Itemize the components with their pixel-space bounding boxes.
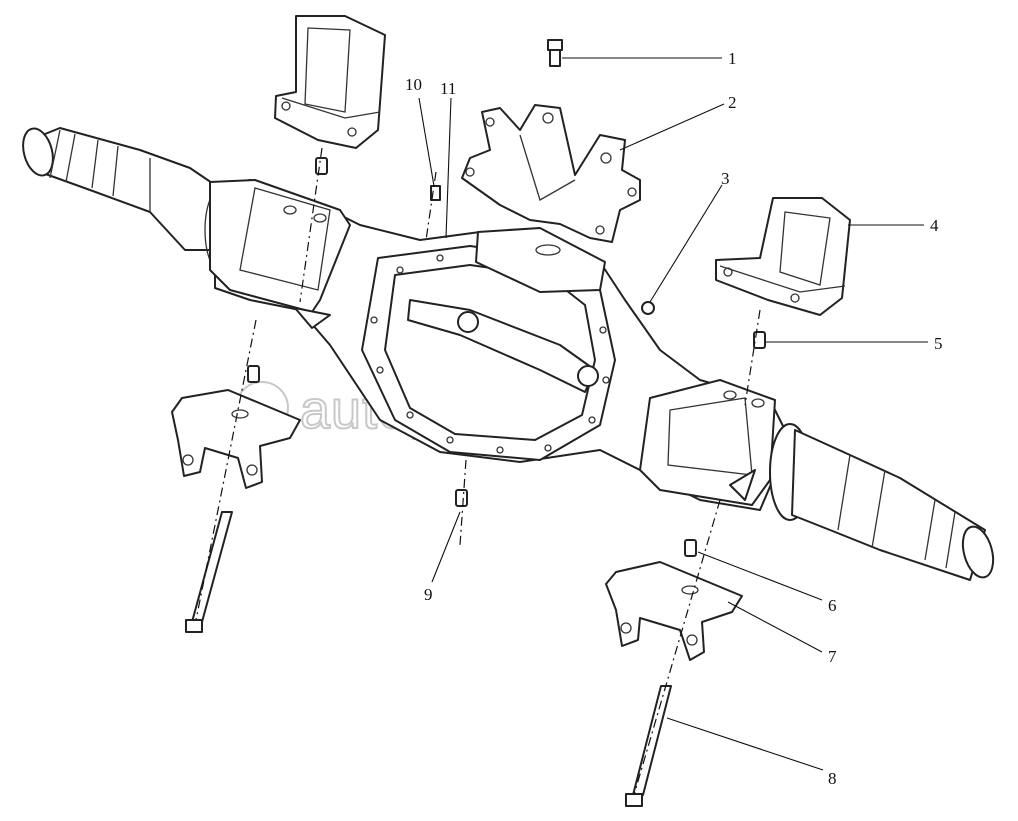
right-spring-seat: [639, 379, 776, 506]
assembly-axes: [195, 147, 761, 796]
callout-6: 6: [828, 596, 837, 615]
callout-7: 7: [828, 647, 837, 666]
right-lower-plate: [605, 561, 743, 661]
bushing-5: [753, 331, 766, 349]
top-mounting-pad: [475, 227, 606, 293]
bolt-10: [430, 185, 441, 201]
top-center-bracket: [461, 104, 641, 243]
left-spring-seat: [209, 179, 351, 313]
callout-3: 3: [721, 169, 730, 188]
leader-lines: [418, 57, 928, 771]
bushing-6: [684, 539, 697, 557]
callout-5: 5: [934, 334, 943, 353]
callout-9: 9: [424, 585, 433, 604]
axle-housing: [22, 127, 995, 581]
left-lower-plate: [171, 389, 301, 489]
bushing-9: [455, 489, 468, 507]
right-long-bolt: [625, 685, 672, 807]
left-upper-spring-bracket: [274, 15, 386, 149]
callout-11: 11: [440, 79, 456, 98]
callouts: 1 2 3 4 5 6 7 8 9 10 11: [405, 49, 943, 788]
callout-1: 1: [728, 49, 737, 68]
left-spindle: [22, 127, 246, 277]
callout-4: 4: [930, 216, 939, 235]
bushing-left-lower: [247, 365, 260, 383]
top-bolt: [547, 39, 563, 67]
callout-2: 2: [728, 93, 737, 112]
bushing-left-upper: [315, 157, 328, 175]
plug-3: [641, 301, 655, 315]
left-long-bolt: [185, 511, 233, 633]
callout-10: 10: [405, 75, 422, 94]
callout-8: 8: [828, 769, 837, 788]
right-upper-spring-bracket: [715, 197, 851, 316]
right-spindle: [769, 423, 995, 581]
